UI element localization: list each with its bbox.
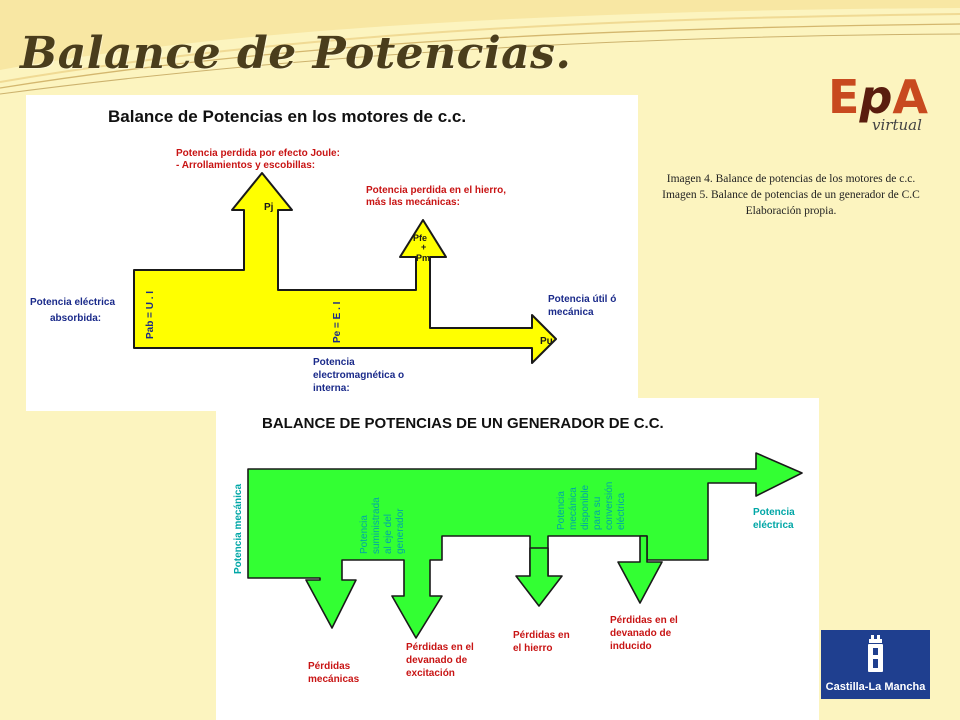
useful-power-label: Potencia útil ó — [548, 294, 616, 305]
caption-line: Imagen 4. Balance de potencias de los mo… — [666, 173, 916, 185]
supplied-line: suministrada — [371, 497, 382, 554]
generator-title: BALANCE DE POTENCIAS DE UN GENERADOR DE … — [262, 415, 664, 432]
available-line: disponible — [580, 485, 591, 530]
plus-label: + — [421, 242, 426, 252]
available-line: conversión — [604, 482, 615, 530]
evirtual-logo: EpA virtual — [828, 72, 938, 147]
supplied-line: Potencia — [359, 515, 370, 554]
em-power-label: Potencia — [313, 357, 355, 368]
caption-line: Imagen 5. Balance de potencias de un gen… — [662, 189, 920, 201]
logo-letter: p — [859, 70, 893, 124]
generator-balance-diagram: BALANCE DE POTENCIAS DE UN GENERADOR DE … — [216, 398, 819, 720]
excitation-loss-label: Pérdidas en el — [406, 642, 474, 653]
joule-loss-label: Potencia perdida por efecto Joule: — [176, 148, 340, 159]
excitation-loss-label: excitación — [406, 668, 455, 679]
iron-loss-label: Potencia perdida en el hierro, — [366, 185, 506, 196]
em-power-label: electromagnética o — [313, 370, 404, 381]
logo-letter: E — [828, 70, 860, 124]
em-power-label: interna: — [313, 383, 350, 394]
electrical-output-label: Potencia — [753, 507, 795, 518]
pfe-label: Pfe — [413, 233, 427, 243]
slide-title: Balance de Potencias. — [20, 28, 572, 79]
motor-balance-diagram: Balance de Potencias en los motores de c… — [26, 95, 638, 411]
excitation-loss-label: devanado de — [406, 655, 468, 666]
logo-letter: A — [892, 70, 928, 124]
available-line: eléctrica — [616, 492, 627, 530]
motor-title: Balance de Potencias en los motores de c… — [108, 107, 466, 126]
seal-text: Castilla-La Mancha — [825, 681, 926, 693]
iron-loss-label: más las mecánicas: — [366, 197, 460, 208]
supplied-line: al eje del — [383, 514, 394, 554]
mechanical-loss-label: mecánicas — [308, 674, 360, 685]
mechanical-input-label: Potencia mecánica — [233, 484, 244, 574]
supplied-line: generador — [395, 508, 406, 554]
generator-loss-arrow — [617, 535, 663, 604]
electrical-output-label: eléctrica — [753, 520, 794, 531]
logo-word: virtual — [872, 116, 922, 134]
armature-loss-label: Pérdidas en el — [610, 615, 678, 626]
supplied-power-label: Potencia suministrada al eje del generad… — [359, 497, 406, 554]
available-line: para su — [592, 497, 603, 530]
pab-formula: Pab = U . I — [145, 291, 156, 339]
useful-power-label: mecánica — [548, 307, 594, 318]
available-line: Potencia — [556, 491, 567, 530]
castle-crest-icon — [868, 635, 883, 672]
caption-line: Elaboración propia. — [745, 205, 837, 217]
generator-loss-arrow — [515, 547, 563, 607]
pu-label: Pu — [540, 336, 553, 347]
iron-loss-label: el hierro — [513, 643, 552, 654]
generator-flow-arrow — [247, 452, 803, 639]
motor-flow-arrow — [133, 172, 557, 364]
castilla-la-mancha-logo: Castilla-La Mancha — [821, 630, 930, 699]
joule-loss-label: - Arrollamientos y escobillas: — [176, 160, 315, 171]
armature-loss-label: devanado de — [610, 628, 672, 639]
iron-loss-label: Pérdidas en — [513, 630, 570, 641]
armature-loss-label: inducido — [610, 641, 652, 652]
image-caption: Imagen 4. Balance de potencias de los mo… — [636, 171, 946, 219]
pe-formula: Pe = E . I — [332, 301, 343, 343]
pj-label: Pj — [264, 202, 274, 213]
available-power-label: Potencia mecánica disponible para su con… — [556, 482, 627, 530]
input-power-label: absorbida: — [50, 313, 101, 324]
mechanical-loss-label: Pérdidas — [308, 661, 351, 672]
pm-label: Pm — [416, 253, 430, 263]
input-power-label: Potencia eléctrica — [30, 297, 115, 308]
available-line: mecánica — [568, 487, 579, 530]
